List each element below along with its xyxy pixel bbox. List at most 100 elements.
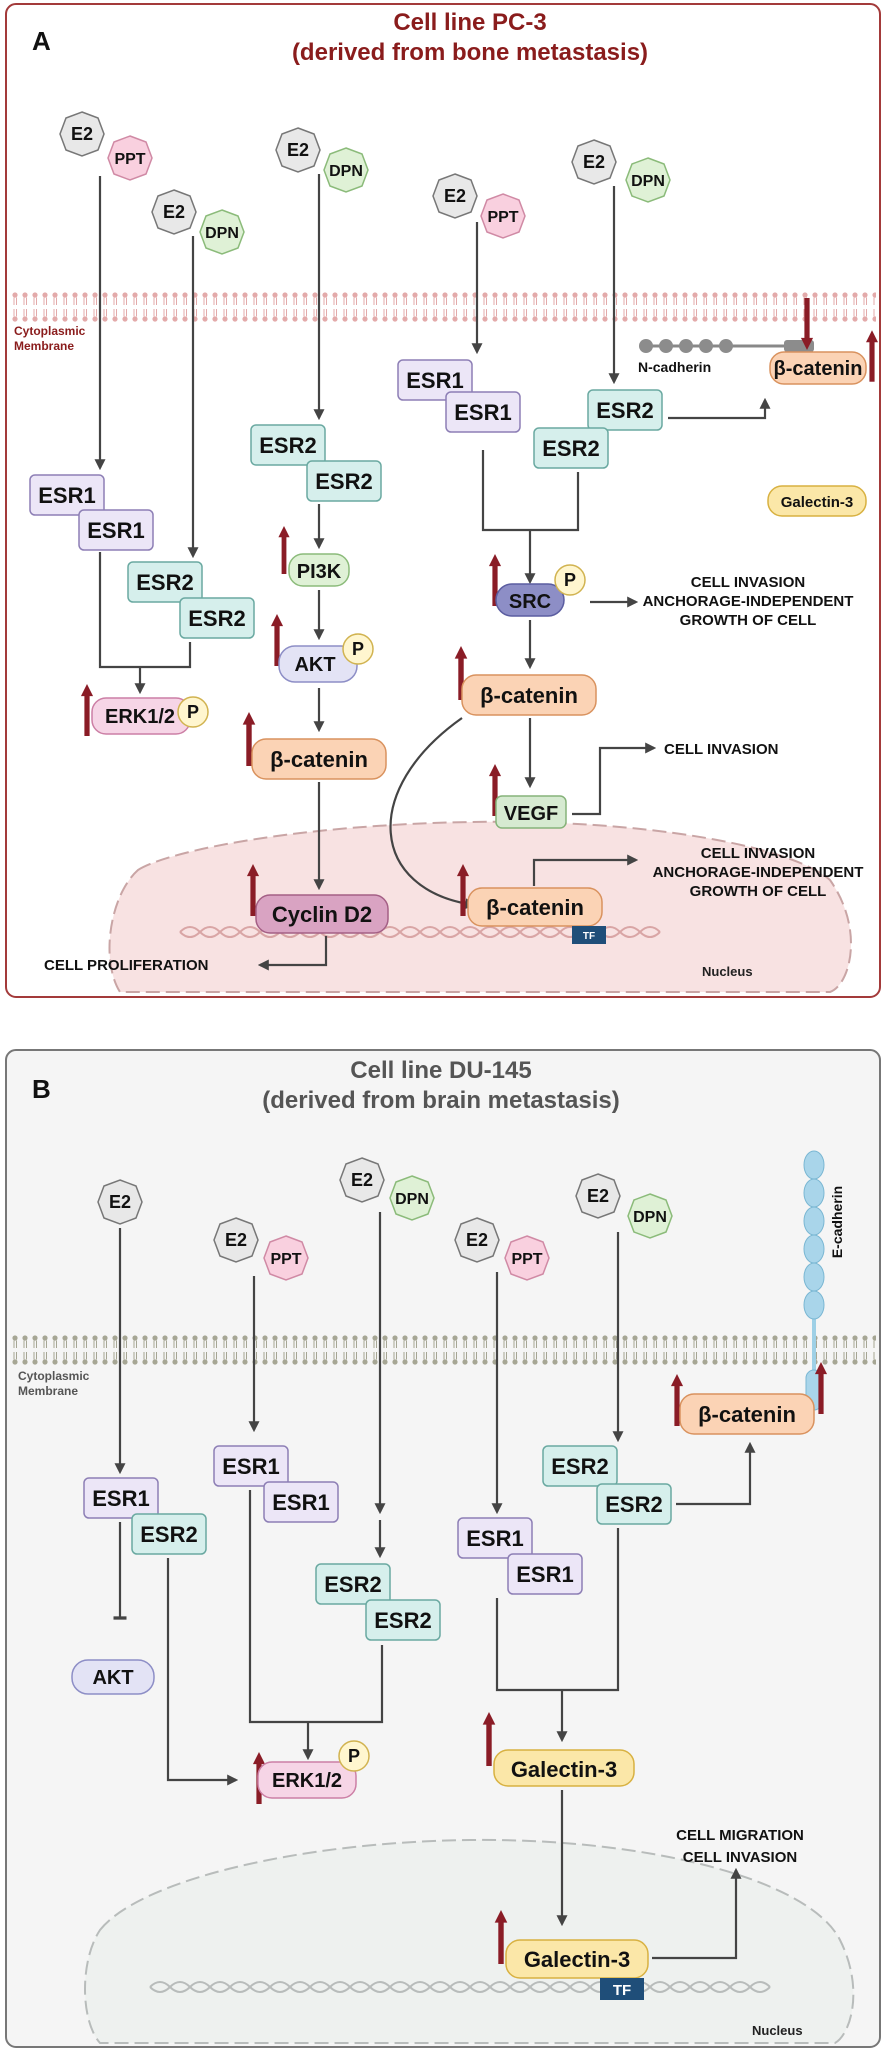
esr2-box xyxy=(315,1563,391,1605)
tf-box xyxy=(572,926,606,944)
svg-text:ESR1: ESR1 xyxy=(92,1486,149,1511)
panel-a-membrane-label-2: Membrane xyxy=(14,339,74,353)
svg-text:ESR2: ESR2 xyxy=(136,570,193,595)
panel-a-title: Cell line PC-3 xyxy=(393,9,546,36)
svg-text:ESR1: ESR1 xyxy=(87,518,144,543)
svg-text:β-catenin: β-catenin xyxy=(270,747,368,772)
esr2-box xyxy=(306,460,382,502)
svg-text:TF: TF xyxy=(613,1982,631,1999)
esr1-box xyxy=(457,1517,533,1559)
esr1-box xyxy=(263,1481,339,1523)
ligand-e2: E2 xyxy=(151,189,197,235)
n-cadherin-label: N-cadherin xyxy=(638,359,711,375)
panel-a-letter: A xyxy=(32,26,51,56)
svg-text:β-catenin: β-catenin xyxy=(486,895,584,920)
esr1-box xyxy=(397,359,473,401)
svg-text:DPN: DPN xyxy=(329,163,363,180)
esr2-box xyxy=(131,1513,207,1555)
esr1-box xyxy=(29,474,105,516)
outcome-label: CELL PROLIFERATION xyxy=(44,957,208,974)
esr1-box xyxy=(507,1553,583,1595)
panel-a-subtitle: (derived from bone metastasis) xyxy=(292,39,648,66)
galectin-3-box xyxy=(505,1939,649,1979)
svg-text:DPN: DPN xyxy=(205,225,239,242)
svg-text:ESR1: ESR1 xyxy=(466,1526,523,1551)
esr1-box xyxy=(445,391,521,433)
panel-a-membrane-label: Cytoplasmic xyxy=(14,324,86,338)
e-cadherin xyxy=(803,1150,825,1411)
panel-b-membrane xyxy=(10,1335,876,1365)
phospho-badge xyxy=(338,1740,370,1772)
svg-text:ESR1: ESR1 xyxy=(272,1490,329,1515)
beta-catenin-box xyxy=(461,674,597,716)
svg-text:ESR2: ESR2 xyxy=(596,398,653,423)
ligand-e2: E2 xyxy=(213,1217,259,1263)
svg-text:Cyclin D2: Cyclin D2 xyxy=(272,902,372,927)
svg-text:ESR1: ESR1 xyxy=(454,400,511,425)
svg-text:ESR1: ESR1 xyxy=(406,368,463,393)
esr2-box xyxy=(250,424,326,466)
esr2-box xyxy=(587,389,663,431)
outcome-label: ANCHORAGE-INDEPENDENT xyxy=(643,593,854,610)
svg-text:ESR2: ESR2 xyxy=(605,1492,662,1517)
ligand-dpn: DPN xyxy=(323,147,369,193)
svg-text:PPT: PPT xyxy=(114,151,145,168)
esr1-box xyxy=(78,509,154,551)
svg-text:AKT: AKT xyxy=(92,1667,133,1689)
erk-box xyxy=(257,1761,357,1799)
svg-text:ERK1/2: ERK1/2 xyxy=(272,1770,342,1792)
ligand-ppt: PPT xyxy=(263,1235,309,1281)
panel-b-title: Cell line DU-145 xyxy=(350,1057,531,1084)
svg-text:ESR2: ESR2 xyxy=(140,1522,197,1547)
svg-text:Galectin-3: Galectin-3 xyxy=(781,494,854,511)
svg-text:DPN: DPN xyxy=(395,1191,429,1208)
svg-text:E2: E2 xyxy=(71,124,93,144)
ligand-ppt: PPT xyxy=(504,1235,550,1281)
outcome-label: CELL INVASION xyxy=(691,574,805,591)
panel-b-subtitle: (derived from brain metastasis) xyxy=(262,1087,619,1114)
svg-text:E2: E2 xyxy=(583,152,605,172)
galectin-3-box xyxy=(767,485,867,517)
ligand-dpn: DPN xyxy=(199,209,245,255)
esr2-box xyxy=(596,1483,672,1525)
esr2-box xyxy=(533,427,609,469)
galectin-3-box xyxy=(493,1749,635,1787)
panel-b-membrane-label-2: Membrane xyxy=(18,1384,78,1398)
outcome-label: CELL INVASION xyxy=(701,845,815,862)
svg-text:P: P xyxy=(348,1746,360,1766)
beta-catenin-box xyxy=(679,1393,815,1435)
vegf-box xyxy=(495,795,567,829)
panel-a: A Cell line PC-3 (derived from bone meta… xyxy=(5,3,881,998)
svg-text:E2: E2 xyxy=(351,1170,373,1190)
ligand-dpn: DPN xyxy=(627,1193,673,1239)
esr2-box xyxy=(542,1445,618,1487)
svg-text:ESR1: ESR1 xyxy=(38,483,95,508)
outcome-label: CELL INVASION xyxy=(664,741,778,758)
outcome-label: GROWTH OF CELL xyxy=(690,883,827,900)
beta-catenin-box xyxy=(251,738,387,780)
svg-text:ERK1/2: ERK1/2 xyxy=(105,706,175,728)
beta-catenin-box xyxy=(467,887,603,927)
akt-box xyxy=(71,1659,155,1695)
beta-catenin-box xyxy=(769,351,867,385)
svg-text:Galectin-3: Galectin-3 xyxy=(511,1757,617,1782)
svg-text:ESR1: ESR1 xyxy=(516,1562,573,1587)
ligand-e2: E2 xyxy=(59,111,105,157)
svg-text:P: P xyxy=(352,639,364,659)
outcome-label: CELL INVASION xyxy=(683,1849,797,1866)
svg-text:P: P xyxy=(564,570,576,590)
ligand-e2: E2 xyxy=(575,1173,621,1219)
pi3k-box xyxy=(288,553,350,587)
panel-b-frame xyxy=(5,1049,881,2048)
tf-box xyxy=(600,1978,644,2000)
svg-text:ESR2: ESR2 xyxy=(374,1608,431,1633)
panel-b-dna xyxy=(149,1981,771,1993)
svg-text:ESR1: ESR1 xyxy=(222,1454,279,1479)
svg-text:VEGF: VEGF xyxy=(504,803,558,825)
svg-text:E2: E2 xyxy=(109,1192,131,1212)
panel-b-nucleus-label: Nucleus xyxy=(752,2023,803,2038)
ligand-dpn: DPN xyxy=(389,1175,435,1221)
svg-text:PI3K: PI3K xyxy=(297,561,342,583)
outcome-label: CELL MIGRATION xyxy=(676,1827,804,1844)
